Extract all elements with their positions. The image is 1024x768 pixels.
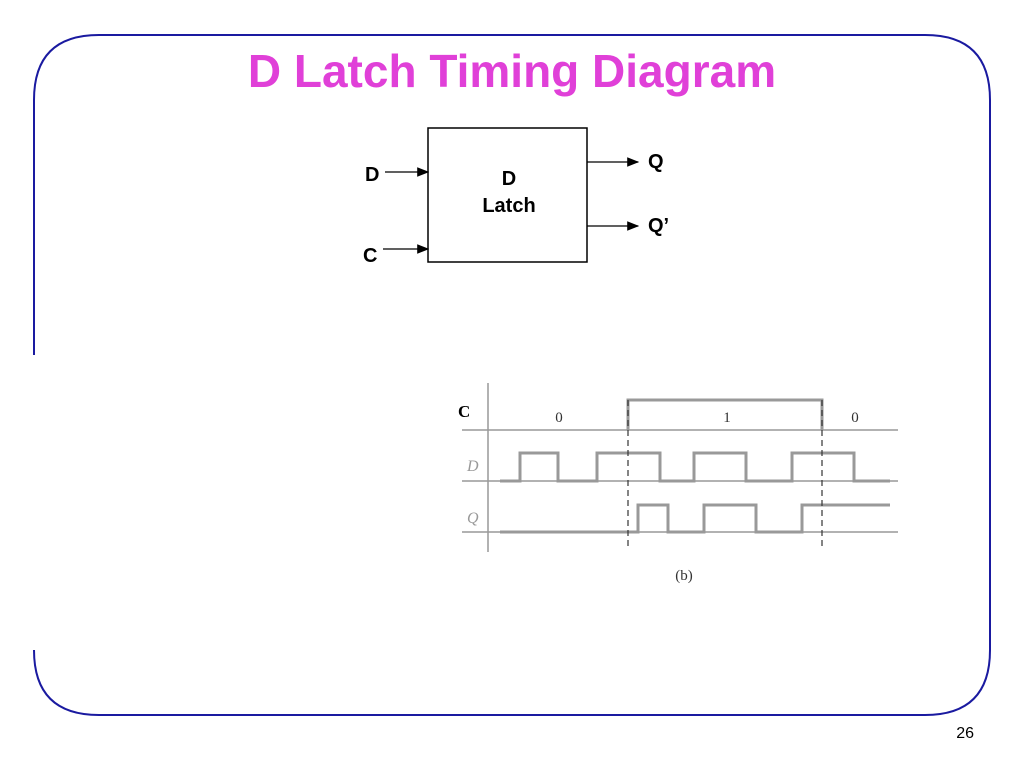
signal-label-c: C xyxy=(458,402,470,421)
latch-box xyxy=(427,127,588,263)
waveform-q xyxy=(500,503,890,534)
c-phase-2: 0 xyxy=(851,410,859,426)
waveform-d xyxy=(500,451,890,483)
output-label-q: Q xyxy=(648,151,664,173)
timing-caption: (b) xyxy=(675,568,693,584)
page-number: 26 xyxy=(956,725,974,742)
output-label-qbar: Q’ xyxy=(648,215,669,237)
latch-box-label-latch: Latch xyxy=(482,195,535,217)
signal-label-d: D xyxy=(466,458,479,475)
c-phase-0: 0 xyxy=(555,410,563,426)
latch-box-label-d: D xyxy=(502,168,516,190)
input-label-c: C xyxy=(363,245,377,267)
input-label-d: D xyxy=(365,164,379,186)
frame-border xyxy=(33,34,991,716)
slide-title: D Latch Timing Diagram xyxy=(247,45,777,97)
signal-label-q: Q xyxy=(467,510,479,527)
c-phase-1: 1 xyxy=(723,410,731,426)
